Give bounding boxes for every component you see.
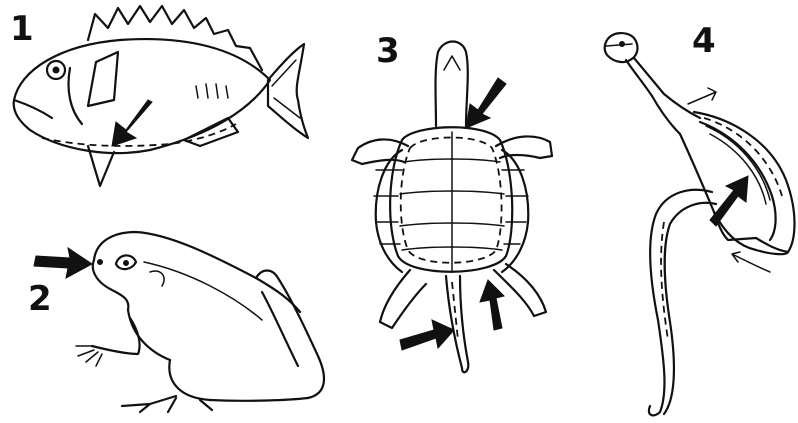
arrow-turtle-hind bbox=[480, 280, 504, 330]
snake-icon bbox=[605, 33, 795, 415]
arrow-snake bbox=[710, 176, 748, 226]
panel-label-4: 4 bbox=[692, 21, 716, 61]
panel-label-2: 2 bbox=[28, 279, 52, 319]
panel-fish: 1 bbox=[10, 6, 308, 186]
arrow-frog bbox=[34, 248, 92, 278]
panel-snake: 4 bbox=[605, 21, 795, 415]
panel-label-3: 3 bbox=[376, 31, 400, 71]
arrow-turtle-neck bbox=[466, 78, 506, 128]
panel-frog: 2 bbox=[28, 232, 324, 412]
fish-icon bbox=[14, 6, 308, 186]
panel-label-1: 1 bbox=[10, 9, 34, 49]
turtle-icon bbox=[352, 42, 552, 373]
panel-turtle: 3 bbox=[352, 31, 552, 372]
arrow-turtle-cloaca bbox=[400, 320, 454, 350]
frog-icon bbox=[76, 232, 324, 412]
arrow-fish bbox=[112, 100, 152, 146]
